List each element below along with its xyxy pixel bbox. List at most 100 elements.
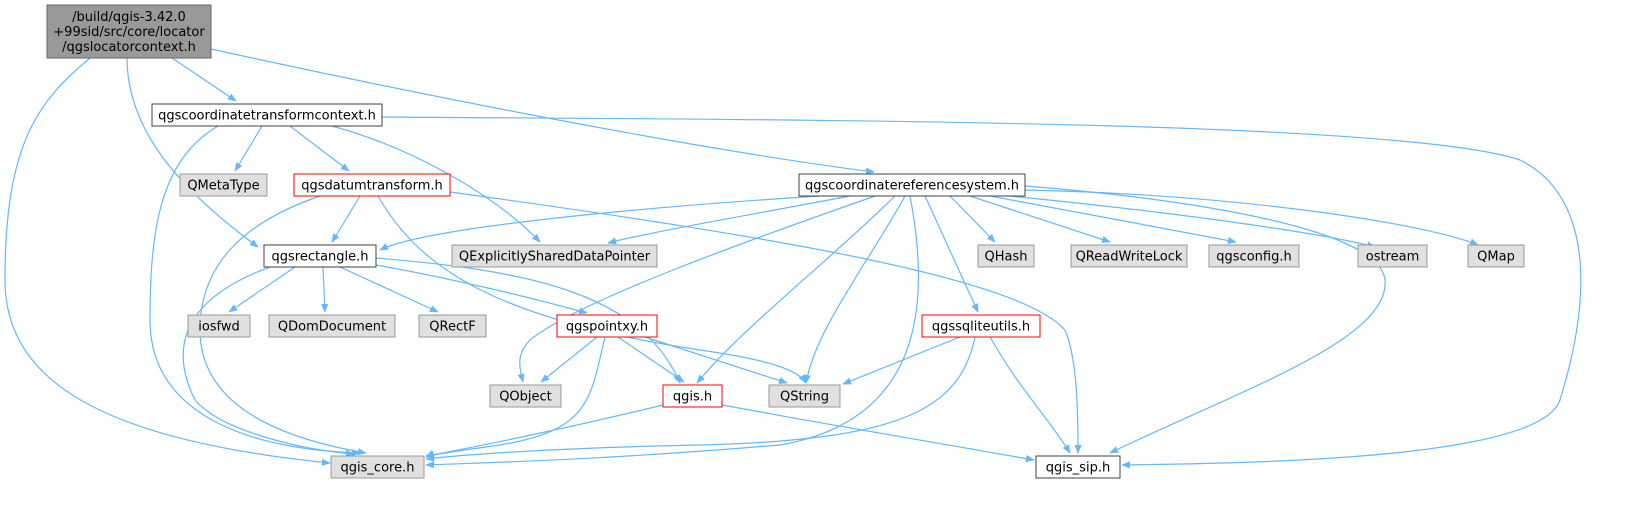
- node-box: [451, 244, 658, 268]
- edge-crs-qgis: [696, 195, 896, 384]
- node-box: [489, 384, 562, 408]
- edge-root-rect: [126, 57, 259, 248]
- node-qmap: QMap: [1467, 244, 1525, 268]
- edge-ctc-qgiscore: [149, 125, 361, 457]
- node-box: [977, 244, 1035, 268]
- edge-crs-ostream: [1009, 195, 1376, 249]
- node-label: QHash: [985, 250, 1028, 265]
- node-label: qgsdatumtransform.h: [301, 179, 443, 194]
- node-label: QString: [780, 390, 829, 405]
- node-box: [1208, 244, 1300, 268]
- edge-ctc-qmetatype: [234, 125, 263, 172]
- node-qhash: QHash: [977, 244, 1035, 268]
- node-label: QRectF: [429, 320, 475, 335]
- node-iosfwd: iosfwd: [187, 314, 251, 338]
- node-label: qgis_core.h: [341, 461, 415, 476]
- edge-crs-qobject: [517, 195, 876, 383]
- edge-rect-qdomdoc: [321, 266, 329, 313]
- edge-crs-qesdp: [607, 195, 851, 245]
- edge-pointxy-qobject: [540, 336, 598, 383]
- edge-ctc-qgissip: [381, 116, 1582, 469]
- edge-qgis-qgissip: [721, 404, 1035, 463]
- node-qgiscore: qgis_core.h: [330, 455, 425, 479]
- node-label: /qgslocatorcontext.h: [62, 40, 196, 55]
- node-root[interactable]: /build/qgis-3.42.0+99sid/src/core/locato…: [46, 4, 212, 59]
- edge-crs-qhash: [949, 195, 996, 243]
- edge-crs-sqlite: [924, 195, 979, 313]
- node-rect[interactable]: qgsrectangle.h: [263, 244, 377, 268]
- node-box: [263, 244, 377, 268]
- edge-qgis-qgiscore: [425, 404, 664, 459]
- edge-crs-qgissip: [1024, 185, 1386, 454]
- edge-rect-pointxy: [375, 264, 588, 315]
- node-label: QMap: [1477, 250, 1515, 265]
- node-label: QObject: [499, 390, 552, 405]
- edge-rect-qgis: [375, 257, 681, 384]
- node-label: /build/qgis-3.42.0: [72, 10, 186, 25]
- node-box: [1467, 244, 1525, 268]
- node-qdomdoc: QDomDocument: [268, 314, 396, 338]
- node-box: [1070, 244, 1188, 268]
- edge-crs-qgiscore: [425, 195, 920, 469]
- edge-crs-rect: [379, 195, 821, 251]
- node-qgissip[interactable]: qgis_sip.h: [1035, 455, 1121, 479]
- edge-crs-qgsconfig: [989, 195, 1237, 245]
- edge-crs-qrwlock: [969, 195, 1111, 243]
- edge-datum-qgissip: [449, 191, 1082, 454]
- node-label: +99sid/src/core/locator: [53, 25, 205, 40]
- node-label: QMetaType: [187, 179, 259, 194]
- node-label: qgis_sip.h: [1046, 461, 1110, 476]
- node-label: qgspointxy.h: [566, 320, 648, 335]
- edge-pointxy-qgis: [617, 336, 685, 383]
- edge-ctc-qesdp: [331, 125, 541, 243]
- include-edges: [4, 48, 1582, 469]
- node-qmetatype: QMetaType: [179, 173, 268, 197]
- node-pointxy[interactable]: qgspointxy.h: [556, 314, 658, 338]
- edge-sqlite-qstring: [842, 336, 961, 385]
- edge-rect-iosfwd: [228, 266, 296, 313]
- node-box: [179, 173, 268, 197]
- node-ctc[interactable]: qgscoordinatetransformcontext.h: [151, 103, 383, 127]
- edge-sqlite-qgiscore: [425, 336, 976, 462]
- edge-pointxy-qstring: [644, 336, 788, 384]
- node-label: qgis.h: [673, 390, 712, 405]
- node-label: qgscoordinatetransformcontext.h: [158, 109, 376, 124]
- node-datum[interactable]: qgsdatumtransform.h: [293, 173, 451, 197]
- node-crs[interactable]: qgscoordinatereferencesystem.h: [798, 173, 1026, 197]
- node-label: QReadWriteLock: [1076, 250, 1183, 265]
- edge-rect-qgiscore: [182, 266, 355, 457]
- node-qrectf: QRectF: [418, 314, 487, 338]
- node-ostream: ostream: [1357, 244, 1428, 268]
- node-box: [798, 173, 1026, 197]
- node-box: [662, 384, 723, 408]
- edge-root-crs: [210, 48, 875, 175]
- node-box: [768, 384, 841, 408]
- node-box: [330, 455, 425, 479]
- edge-datum-qstring: [377, 195, 807, 384]
- node-label: ostream: [1366, 250, 1420, 265]
- node-qobject: QObject: [489, 384, 562, 408]
- node-qrwlock: QReadWriteLock: [1070, 244, 1188, 268]
- node-box: [187, 314, 251, 338]
- node-qgis[interactable]: qgis.h: [662, 384, 723, 408]
- edge-root-qgiscore: [4, 57, 331, 466]
- node-sqlite[interactable]: qgssqliteutils.h: [921, 314, 1041, 338]
- node-box: [151, 103, 383, 127]
- edge-datum-rect: [331, 195, 361, 243]
- edge-ctc-datum: [289, 125, 350, 172]
- edge-root-ctc: [171, 57, 237, 102]
- edge-crs-qmap: [1024, 189, 1479, 246]
- node-label: qgsconfig.h: [1216, 250, 1291, 265]
- node-box: [293, 173, 451, 197]
- node-label: iosfwd: [198, 320, 240, 335]
- node-label: qgsrectangle.h: [271, 250, 368, 265]
- edge-rect-qrectf: [339, 266, 439, 313]
- node-label: QExplicitlySharedDataPointer: [459, 250, 651, 265]
- node-box: [921, 314, 1041, 338]
- node-qesdp: QExplicitlySharedDataPointer: [451, 244, 658, 268]
- header-nodes: /build/qgis-3.42.0+99sid/src/core/locato…: [46, 4, 1525, 479]
- node-box: [1035, 455, 1121, 479]
- edge-crs-qstring: [803, 195, 906, 384]
- node-box: [46, 4, 212, 59]
